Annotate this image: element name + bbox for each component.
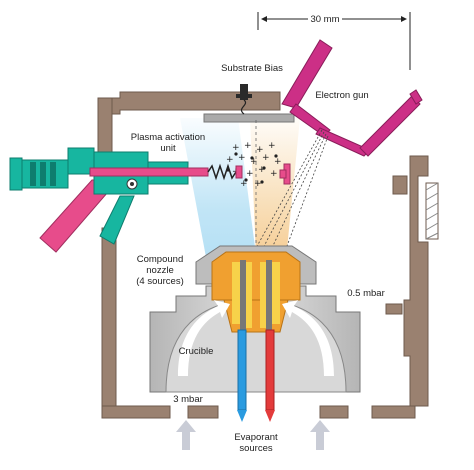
- plasma-unit-label-line1: Plasma activation: [131, 132, 205, 143]
- scale-label: 30 mm: [310, 14, 339, 25]
- crucible-pressure-label: 3 mbar: [173, 394, 203, 405]
- svg-text:+: +: [250, 157, 258, 167]
- evaporant-label-line2: sources: [239, 443, 273, 454]
- svg-text:+: +: [240, 179, 248, 189]
- chamber-pressure-label: 0.5 mbar: [347, 288, 385, 299]
- svg-text:+: +: [262, 153, 270, 163]
- electron-beams: [255, 129, 329, 255]
- svg-text:+: +: [232, 143, 240, 153]
- crucible: [149, 245, 361, 393]
- substrate: [203, 113, 295, 123]
- substrate-bias-label: Substrate Bias: [221, 63, 283, 74]
- evaporant-label-line1: Evaporant: [234, 432, 278, 443]
- svg-text:+: +: [270, 169, 278, 179]
- compound-nozzle-label-line2: nozzle: [146, 265, 173, 276]
- inlet-arrows: [176, 420, 330, 450]
- plasma-activation-unit: [9, 147, 291, 253]
- svg-text:+: +: [256, 145, 264, 155]
- svg-text:+: +: [274, 157, 282, 167]
- electron-gun-label: Electron gun: [315, 90, 368, 101]
- svg-text:+: +: [254, 179, 262, 189]
- svg-text:+: +: [244, 141, 252, 151]
- crucible-flow-arrows: [178, 300, 334, 376]
- plasma-unit-label-line2: unit: [160, 143, 176, 154]
- svg-text:+: +: [238, 153, 246, 163]
- svg-text:+: +: [268, 141, 276, 151]
- crucible-label: Crucible: [179, 346, 214, 357]
- electron-gun: [281, 39, 423, 157]
- svg-text:+: +: [258, 165, 266, 175]
- compound-nozzle-label-line3: (4 sources): [136, 276, 184, 287]
- svg-text:+: +: [226, 155, 234, 165]
- evaporant-feed-lines: [237, 329, 275, 422]
- compound-nozzle-label-line1: Compound: [137, 254, 183, 265]
- svg-text:+: +: [246, 169, 254, 179]
- scale-bar: 30 mm: [257, 12, 411, 70]
- viewport-window: [425, 182, 439, 240]
- substrate-bias-feed: [236, 84, 252, 115]
